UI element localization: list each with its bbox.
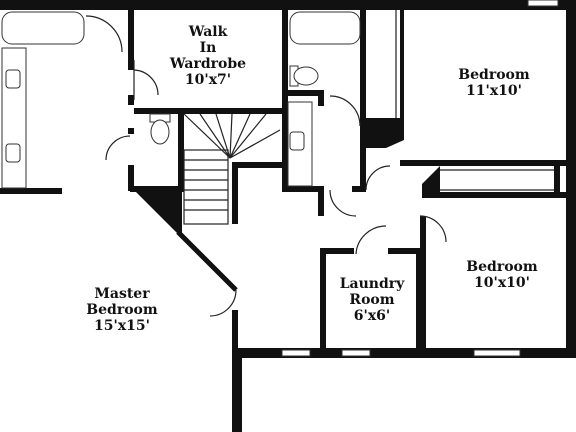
walk-in-wardrobe-line1: Walk [188,24,228,40]
walk-in-wardrobe-line3: Wardrobe [169,56,247,72]
bedroom-1-dims: 11'x10' [466,83,522,99]
master-bedroom-line2: Bedroom [86,302,158,318]
master-bedroom-label: Master Bedroom 15'x15' [86,286,157,334]
bedroom-2-label: Bedroom 10'x10' [466,259,537,291]
walk-in-wardrobe-line2: In [199,40,217,56]
master-bedroom-line1: Master [94,286,150,302]
walk-in-wardrobe-label: Walk In Wardrobe 10'x7' [170,24,246,88]
laundry-room-label: Laundry Room 6'x6' [340,276,405,324]
bedroom-2-dims: 10'x10' [474,275,530,291]
fixtures [1,10,554,191]
vanity-left [1,47,27,189]
bathtub-left [1,11,85,45]
laundry-room-dims: 6'x6' [353,308,391,324]
staircase [183,113,281,225]
walk-in-wardrobe-dims: 10'x7' [184,72,232,88]
door-swings [85,15,447,317]
bedroom-1-name: Bedroom [458,67,530,83]
bedroom-2-name: Bedroom [466,259,538,275]
bathtub-bath2 [289,11,361,45]
bedroom-1-label: Bedroom 11'x10' [458,67,529,99]
windows [281,0,559,357]
master-bedroom-dims: 15'x15' [94,318,150,334]
laundry-room-line2: Room [349,292,395,308]
laundry-room-line1: Laundry [339,276,405,292]
